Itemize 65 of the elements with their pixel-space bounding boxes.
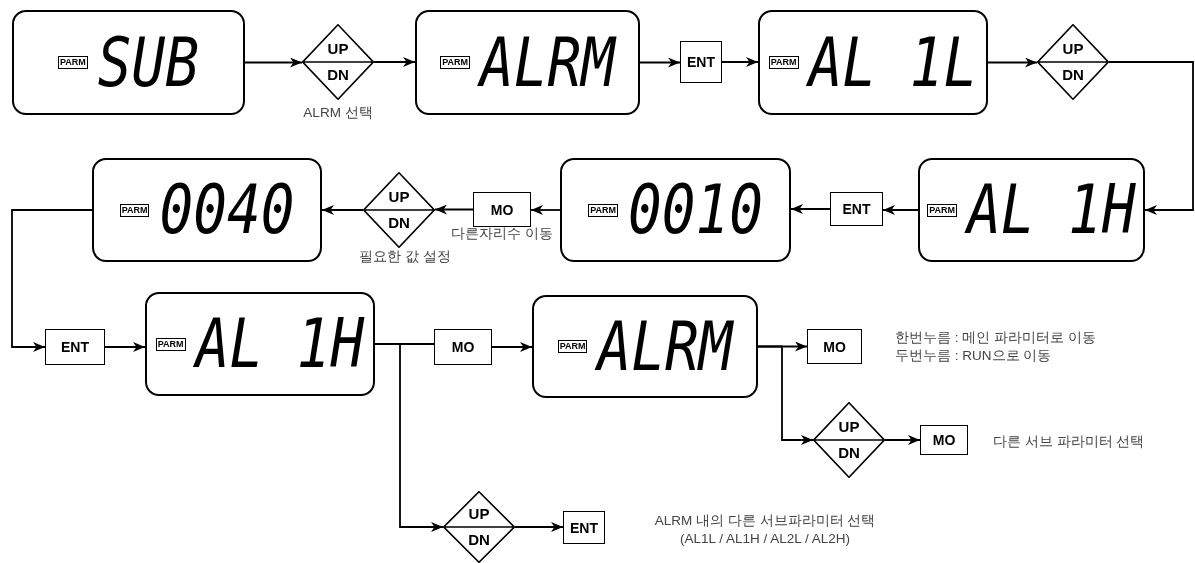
arrow xyxy=(757,345,814,445)
key-box: ENT xyxy=(680,41,722,83)
arrow xyxy=(882,205,919,215)
note-text: 두번누름 : RUN으로 이동 xyxy=(895,347,1052,364)
down-key-label: DN xyxy=(837,444,861,462)
key-box: MO xyxy=(920,425,968,455)
indicator-label: PARM xyxy=(768,56,799,69)
arrow xyxy=(104,342,146,352)
indicator-label: PARM xyxy=(927,203,958,217)
key-box: ENT xyxy=(563,511,605,544)
down-key-label: DN xyxy=(387,214,411,232)
up-key-label: UP xyxy=(467,505,491,523)
up-key-label: UP xyxy=(837,418,861,436)
key-box: ENT xyxy=(45,329,105,365)
lcd-display xyxy=(92,158,322,262)
down-key-label: DN xyxy=(326,66,350,84)
note-text: 필요한 값 설정 xyxy=(359,248,451,265)
display-reading: 0040 xyxy=(159,176,295,244)
arrow xyxy=(434,204,474,215)
arrow xyxy=(1108,61,1194,215)
arrow xyxy=(321,205,364,215)
display-reading: 0010 xyxy=(628,176,763,244)
lcd-display xyxy=(532,295,758,398)
down-key-label: DN xyxy=(467,531,491,549)
lcd-display xyxy=(415,10,640,115)
indicator-label: PARM xyxy=(119,203,150,217)
note-text: ALRM 선택 xyxy=(303,104,373,121)
note-text: 다른자리수 이동 xyxy=(451,225,553,242)
lcd-display xyxy=(560,158,791,262)
indicator-label: PARM xyxy=(557,340,588,353)
indicator-label: PARM xyxy=(588,203,618,217)
lcd-display xyxy=(145,292,375,396)
display-reading: AL 1H xyxy=(195,310,365,378)
arrow xyxy=(530,205,561,215)
arrow xyxy=(721,57,759,67)
arrow xyxy=(639,57,681,68)
down-key-label: DN xyxy=(1061,66,1085,84)
key-box: MO xyxy=(807,329,862,364)
arrow xyxy=(11,209,93,352)
up-key-label: UP xyxy=(387,188,411,206)
indicator-label: PARM xyxy=(58,56,88,69)
indicator-label: PARM xyxy=(155,337,186,351)
note-text: 한번누름 : 메인 파라미터로 이동 xyxy=(895,329,1096,346)
arrow xyxy=(514,522,564,532)
arrow xyxy=(790,204,831,214)
arrow xyxy=(491,342,533,352)
arrow xyxy=(244,57,303,68)
lcd-display xyxy=(758,10,988,115)
display-reading: AL 1L xyxy=(808,28,978,97)
key-box: MO xyxy=(434,329,492,365)
display-reading: SUB xyxy=(97,28,199,97)
key-box: ENT xyxy=(830,192,883,226)
arrow xyxy=(987,57,1038,68)
note-text: 다른 서브 파라미터 선택 xyxy=(993,433,1145,450)
key-box: MO xyxy=(473,192,531,227)
arrow xyxy=(884,435,921,445)
up-key-label: UP xyxy=(1061,40,1085,58)
arrow xyxy=(373,57,416,67)
arrow xyxy=(374,343,444,532)
up-key-label: UP xyxy=(326,40,350,58)
note-text: ALRM 내의 다른 서브파라미터 선택 xyxy=(654,512,876,529)
lcd-display xyxy=(918,158,1145,262)
indicator-label: PARM xyxy=(440,56,470,69)
note-text: (AL1L / AL1H / AL2L / AL2H) xyxy=(679,530,851,547)
lcd-display xyxy=(12,10,245,115)
